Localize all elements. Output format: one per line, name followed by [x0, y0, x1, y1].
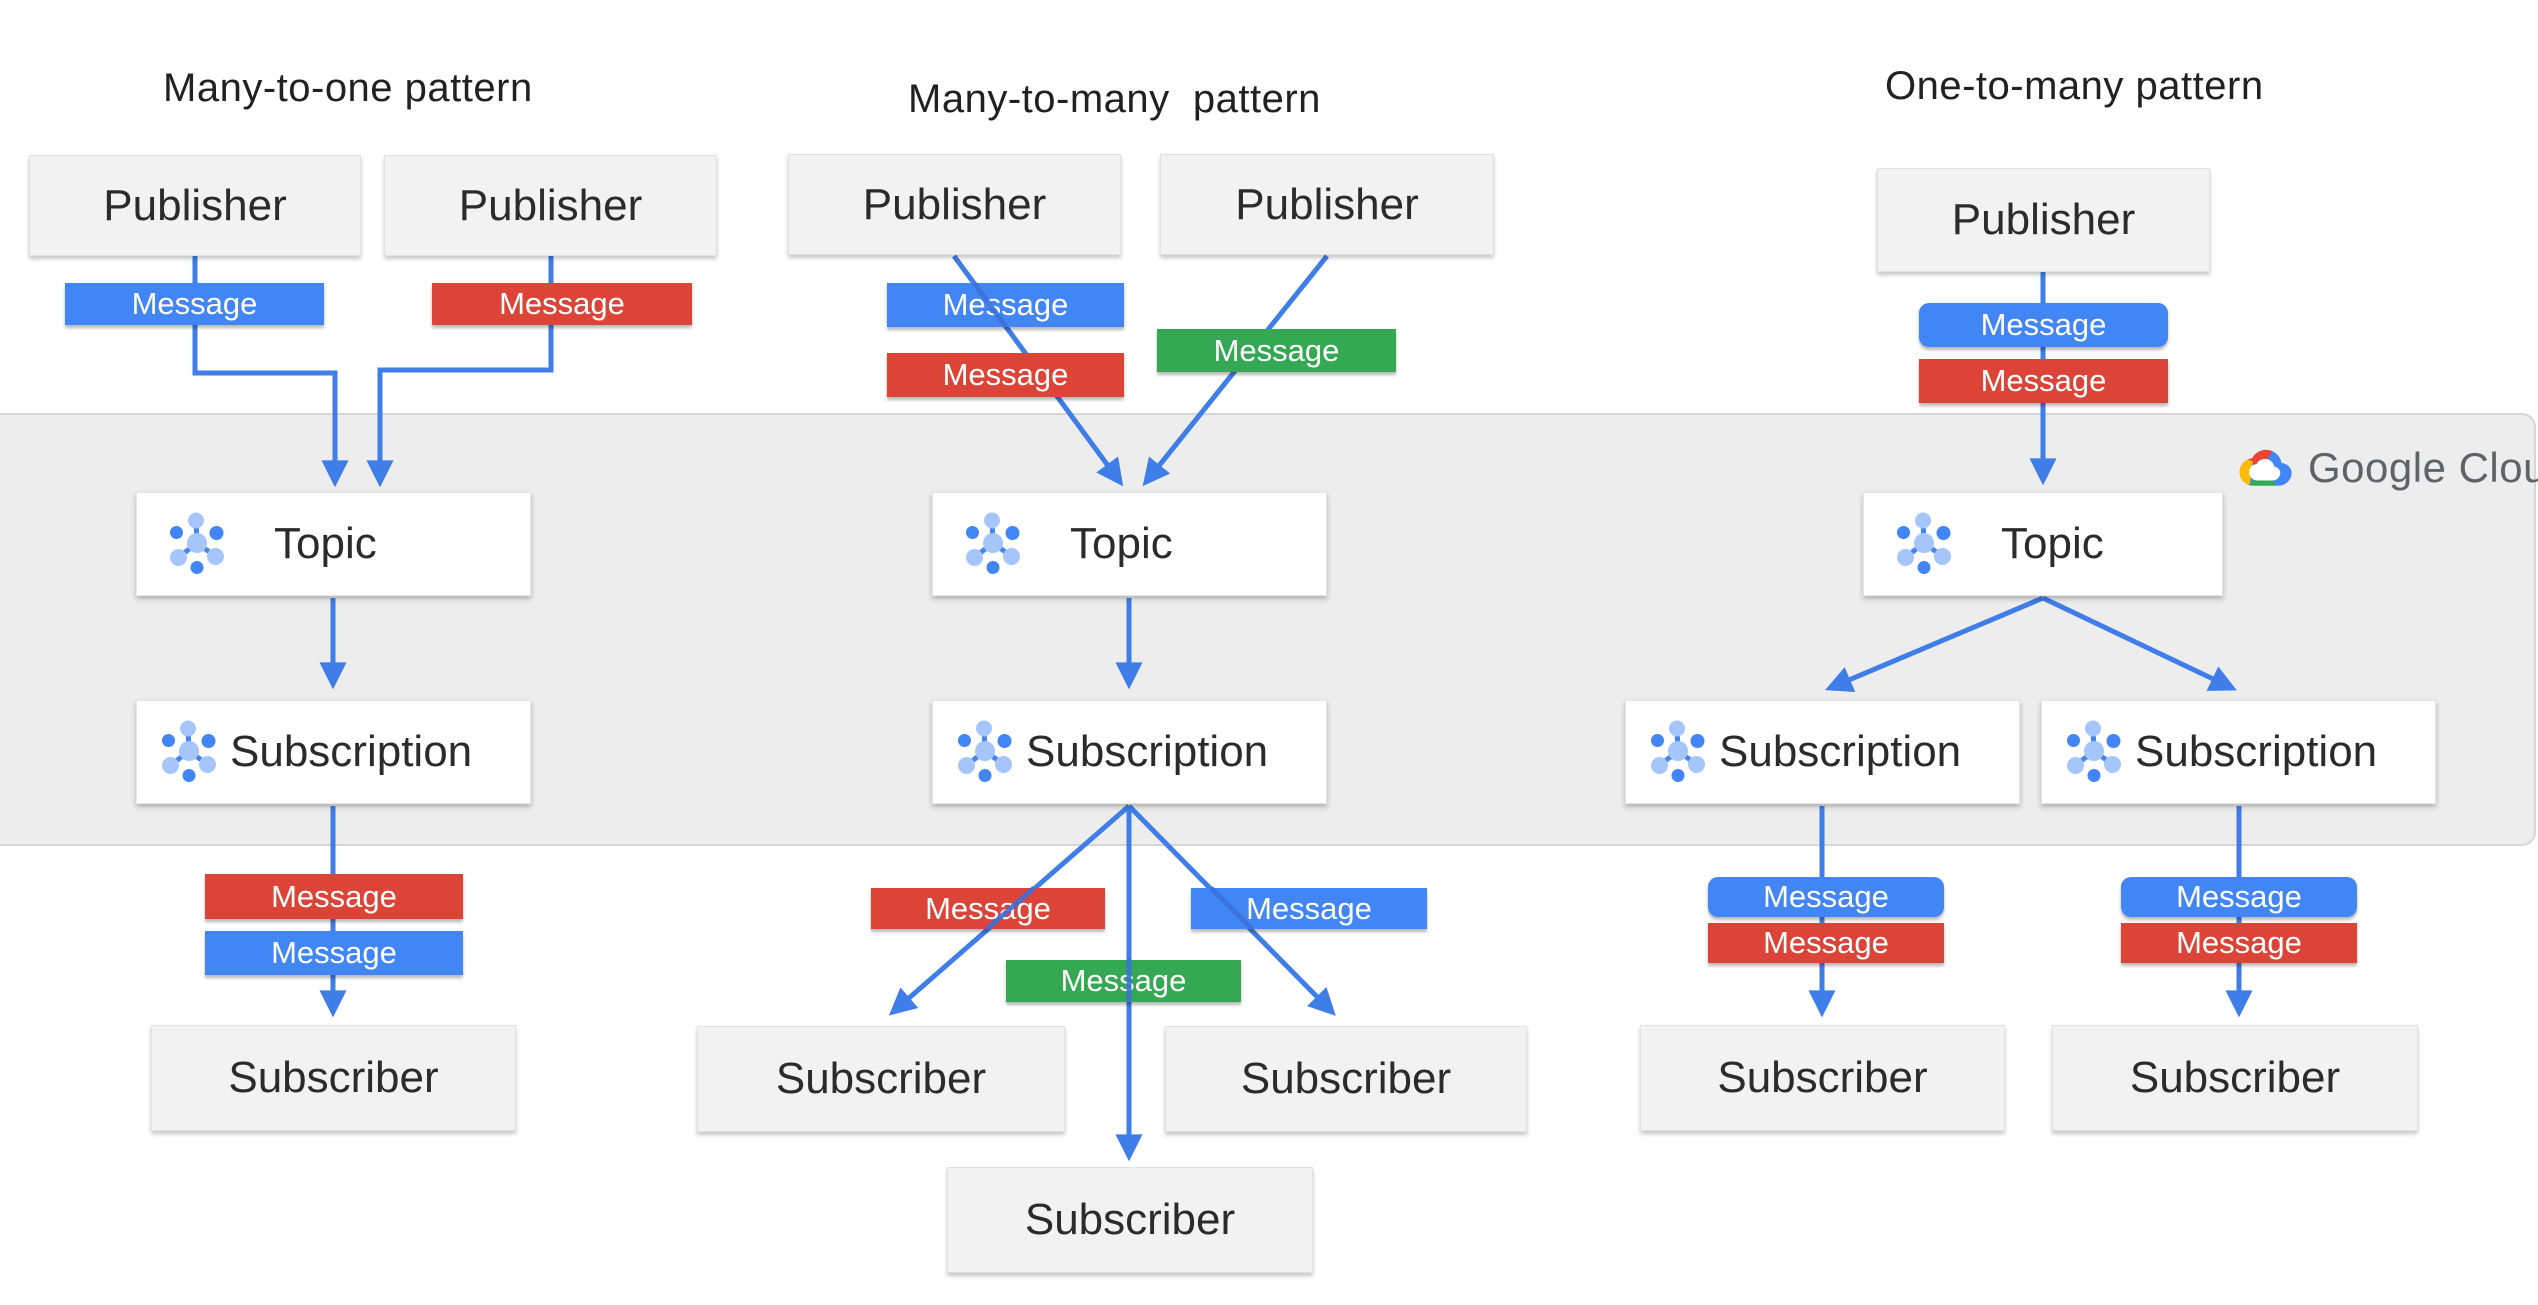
topic-box: Topic [136, 492, 531, 596]
subscriber-box: Subscriber [697, 1026, 1065, 1132]
google-cloud-wordmark: Google Cloud [2308, 444, 2538, 491]
message-chip-red: Message [205, 874, 463, 919]
message-chip-blue: Message [2121, 877, 2357, 917]
subscriber-box: Subscriber [947, 1167, 1313, 1273]
subscription-label: Subscription [230, 727, 473, 776]
subscription-box: Subscription [932, 700, 1327, 804]
subscription-label: Subscription [1026, 727, 1269, 776]
subscription-box: Subscription [2041, 700, 2436, 804]
message-chip-green: Message [1006, 960, 1241, 1002]
message-chip-red: Message [2121, 923, 2357, 963]
message-chip-red: Message [1708, 923, 1944, 963]
message-chip-blue: Message [65, 283, 324, 325]
subscription-box: Subscription [1625, 700, 2020, 804]
subscriber-box: Subscriber [151, 1025, 516, 1131]
topic-label: Topic [1070, 519, 1173, 568]
message-chip-red: Message [432, 283, 692, 325]
google-cloud-icon [2239, 449, 2292, 486]
message-chip-red: Message [871, 888, 1105, 929]
topic-box: Topic [932, 492, 1327, 596]
message-chip-blue: Message [1191, 888, 1427, 929]
subscriber-box: Subscriber [1640, 1025, 2005, 1131]
subscription-label: Subscription [1719, 727, 1962, 776]
publisher-box: Publisher [1160, 154, 1494, 255]
publisher-box: Publisher [1877, 168, 2210, 272]
message-chip-blue: Message [205, 931, 463, 975]
pubsub-subscription-icon [958, 720, 1012, 782]
pubsub-topic-icon [1897, 512, 1951, 574]
message-chip-blue: Message [1919, 303, 2168, 347]
subscription-box: Subscription [136, 700, 531, 804]
title-many-to-many: Many-to-many pattern [908, 77, 1321, 121]
subscriber-box: Subscriber [1165, 1026, 1527, 1132]
subscriber-box: Subscriber [2052, 1025, 2418, 1131]
publisher-box: Publisher [29, 155, 361, 256]
topic-label: Topic [2001, 519, 2104, 568]
pubsub-subscription-icon [162, 720, 216, 782]
message-chip-red: Message [887, 353, 1124, 397]
publisher-box: Publisher [384, 155, 717, 256]
topic-label: Topic [274, 519, 377, 568]
subscription-label: Subscription [2135, 727, 2378, 776]
message-chip-blue: Message [1708, 877, 1944, 917]
pubsub-topic-icon [966, 512, 1020, 574]
google-cloud-logo: Google Cloud [2238, 444, 2538, 492]
message-chip-red: Message [1919, 359, 2168, 403]
title-one-to-many: One-to-many pattern [1885, 64, 2264, 108]
message-chip-green: Message [1157, 329, 1396, 372]
arrow-right-topic-to-subscription1 [1825, 595, 2044, 693]
arrow-right-topic-to-subscription2 [2041, 595, 2237, 691]
topic-box: Topic [1863, 492, 2223, 596]
pubsub-subscription-icon [1651, 720, 1705, 782]
pubsub-topic-icon [170, 512, 224, 574]
publisher-box: Publisher [788, 154, 1121, 255]
title-many-to-one: Many-to-one pattern [163, 66, 533, 110]
pubsub-subscription-icon [2067, 720, 2121, 782]
message-chip-blue: Message [887, 283, 1124, 327]
